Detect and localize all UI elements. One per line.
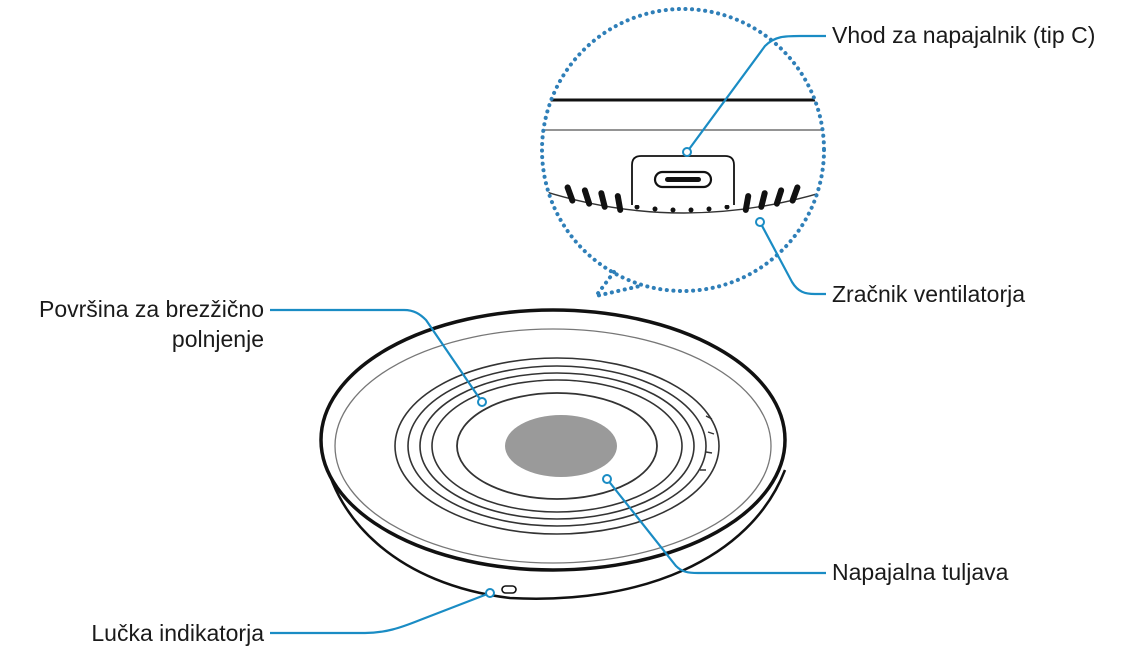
leader-dots bbox=[477, 147, 765, 598]
label-indicator: Lučka indikatorja bbox=[91, 620, 264, 646]
usb-c-tongue bbox=[665, 177, 701, 182]
leader-surface bbox=[270, 308, 483, 403]
surface-ring-3 bbox=[419, 372, 695, 520]
vent-dots bbox=[634, 204, 730, 213]
dot-port bbox=[682, 147, 692, 157]
vent-slots-left bbox=[564, 184, 624, 213]
ring-ticks bbox=[700, 415, 715, 471]
leader-port bbox=[686, 34, 826, 153]
zoom-bubble bbox=[540, 7, 826, 300]
charging-coil bbox=[505, 415, 617, 477]
dot-coil bbox=[602, 474, 612, 484]
zoom-circle-outline bbox=[540, 7, 826, 293]
label-port: Vhod za napajalnik (tip C) bbox=[832, 22, 1096, 48]
leader-coil bbox=[606, 478, 826, 575]
leader-indicator bbox=[270, 591, 491, 635]
charger-base-outline bbox=[320, 439, 787, 600]
surface-ring-inner bbox=[456, 392, 658, 500]
surface-ring-4 bbox=[431, 379, 683, 513]
leader-lines bbox=[270, 34, 826, 635]
indicator-light bbox=[501, 585, 517, 594]
zoom-pointer-tail bbox=[591, 270, 642, 300]
vent-slots-right bbox=[742, 184, 801, 213]
surface-ring-1 bbox=[394, 357, 720, 535]
dot-indicator bbox=[485, 588, 495, 598]
label-surface-line1: Površina za brezžično bbox=[39, 296, 264, 322]
label-surface-line2: polnjenje bbox=[171, 326, 264, 352]
charger-pad bbox=[319, 308, 787, 600]
label-vent: Zračnik ventilatorja bbox=[832, 281, 1026, 307]
surface-ring-2 bbox=[407, 365, 707, 527]
zoom-detail bbox=[542, 98, 824, 214]
dot-surface bbox=[477, 397, 487, 407]
dot-vent bbox=[755, 217, 765, 227]
label-coil: Napajalna tuljava bbox=[832, 559, 1009, 585]
surface-ring-outer bbox=[334, 328, 772, 564]
leader-vent bbox=[759, 221, 826, 296]
